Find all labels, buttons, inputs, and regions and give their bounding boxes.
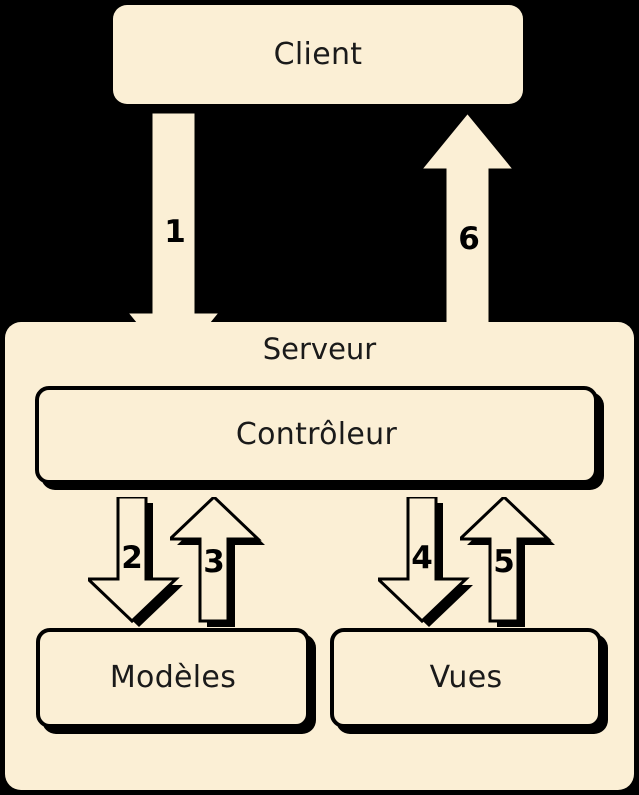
arrow-2-controleur-to-modeles: 2 — [88, 497, 200, 631]
node-serveur-label: Serveur — [262, 332, 377, 366]
node-vues-label: Vues — [429, 660, 503, 695]
arrow-4-number: 4 — [411, 540, 433, 576]
arrow-5-vues-to-controleur: 5 — [460, 497, 572, 631]
arrow-2-number: 2 — [121, 540, 143, 576]
node-controleur: Contrôleur — [35, 386, 598, 484]
arrow-3-number: 3 — [203, 544, 225, 580]
arrow-4-controleur-to-vues: 4 — [378, 497, 490, 631]
arrow-5-number: 5 — [493, 544, 515, 580]
node-controleur-label: Contrôleur — [235, 417, 398, 452]
arrow-6-number: 6 — [458, 221, 480, 257]
arrow-3-modeles-to-controleur: 3 — [170, 497, 282, 631]
node-modeles: Modèles — [36, 628, 310, 728]
node-vues: Vues — [330, 628, 602, 728]
node-modeles-label: Modèles — [109, 660, 237, 695]
arrow-1-number: 1 — [164, 214, 186, 250]
node-client: Client — [113, 5, 523, 104]
node-client-label: Client — [273, 36, 363, 72]
